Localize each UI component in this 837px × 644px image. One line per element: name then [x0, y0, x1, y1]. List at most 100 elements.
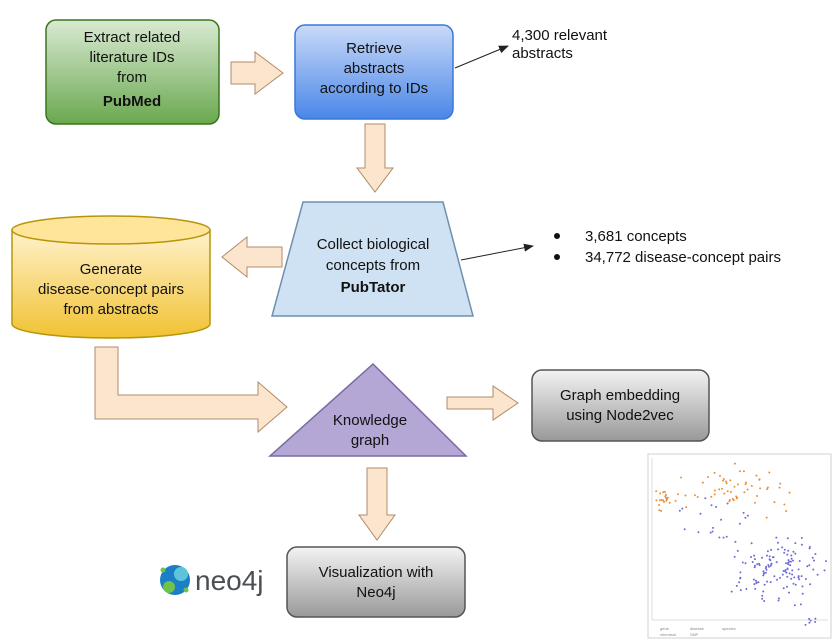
pubtator-box-line1: Collect biological [317, 236, 430, 253]
disease-point [710, 504, 713, 507]
disease-point [736, 549, 739, 552]
disease-point [804, 623, 807, 626]
gene-point [659, 492, 662, 495]
disease-point [765, 568, 768, 571]
disease-point [823, 569, 826, 572]
disease-point [801, 592, 804, 595]
gene-point [779, 482, 782, 485]
disease-point [712, 526, 714, 529]
disease-point [794, 542, 797, 545]
disease-point [793, 576, 796, 579]
pubmed-box-line3: from [117, 69, 147, 86]
gene-point [655, 490, 658, 493]
disease-point [753, 566, 756, 569]
disease-point [764, 571, 767, 574]
disease-point [744, 516, 747, 519]
disease-point [785, 585, 788, 588]
disease-point [777, 541, 779, 544]
retrieve-box-line2: abstracts [344, 60, 405, 77]
disease-point [735, 584, 738, 587]
disease-point [720, 518, 723, 521]
disease-point [785, 571, 788, 574]
disease-point [798, 578, 801, 581]
gene-point [664, 490, 666, 493]
disease-point [734, 540, 737, 543]
knowledge-graph-triangle: Knowledge graph [268, 362, 468, 457]
retrieve-box-line3: according to IDs [320, 80, 428, 97]
disease-point [786, 537, 789, 540]
pointer-to-abstracts-note [454, 45, 509, 69]
disease-point [722, 536, 725, 539]
disease-point [770, 548, 773, 551]
stats-note-item2: 34,772 disease-concept pairs [585, 249, 781, 266]
disease-point [790, 554, 793, 557]
disease-point [761, 556, 764, 559]
disease-point [683, 528, 686, 531]
gene-point [783, 503, 786, 506]
gene-point [662, 499, 665, 502]
gene-point [733, 485, 736, 488]
disease-point [787, 559, 790, 562]
stats-note: 3,681 concepts 34,772 disease-concept pa… [554, 228, 781, 266]
embedding-scatter-plot: gene disease species chemical SNP [647, 453, 832, 639]
viz-box-line1: Visualization with [319, 564, 434, 581]
gene-point [733, 462, 736, 465]
gene-point [713, 489, 716, 492]
gene-point [742, 470, 745, 473]
gene-point [759, 487, 762, 490]
gene-point [726, 490, 729, 493]
gene-point [736, 483, 739, 486]
disease-point [730, 590, 733, 593]
disease-point [726, 502, 729, 505]
disease-point [739, 571, 742, 574]
gene-point [729, 479, 732, 482]
gene-point [743, 491, 746, 494]
disease-point [808, 621, 811, 624]
gene-point [756, 495, 758, 497]
gene-point [666, 497, 668, 500]
pubtator-box-line3: PubTator [341, 279, 406, 296]
disease-point [808, 564, 811, 567]
pubtator-box: Collect biological concepts from PubTato… [271, 201, 474, 317]
disease-point [786, 562, 789, 564]
disease-point [777, 599, 780, 602]
disease-point [781, 573, 784, 576]
disease-point [715, 505, 718, 508]
disease-point [825, 560, 827, 563]
disease-point [781, 546, 784, 549]
disease-point [758, 562, 760, 565]
disease-point [811, 556, 814, 559]
disease-point [786, 575, 789, 578]
gene-point [655, 499, 658, 502]
gene-point [746, 488, 749, 491]
disease-point [814, 617, 817, 620]
disease-point [738, 522, 741, 525]
disease-point [762, 590, 765, 593]
disease-point [764, 567, 767, 570]
disease-point [750, 542, 753, 545]
gene-point [735, 495, 738, 498]
abstracts-note-line1: 4,300 relevant [512, 27, 608, 44]
disease-point [738, 581, 741, 584]
gene-point [754, 501, 756, 504]
disease-point [793, 604, 796, 607]
disease-point [779, 576, 781, 579]
scatter-points [655, 462, 827, 626]
disease-point [777, 548, 780, 551]
gene-point [696, 496, 699, 498]
gene-point [693, 494, 696, 497]
pubmed-box-line2: literature IDs [89, 49, 174, 66]
disease-point [681, 507, 684, 510]
disease-point [773, 575, 776, 578]
disease-point [762, 574, 765, 577]
disease-point [754, 587, 757, 590]
disease-point [742, 511, 745, 514]
disease-point [769, 581, 772, 584]
disease-point [808, 547, 811, 550]
disease-point [761, 597, 764, 600]
disease-point [770, 563, 773, 566]
gene-point [684, 494, 687, 497]
disease-point [739, 589, 742, 592]
gene-point [788, 491, 791, 494]
